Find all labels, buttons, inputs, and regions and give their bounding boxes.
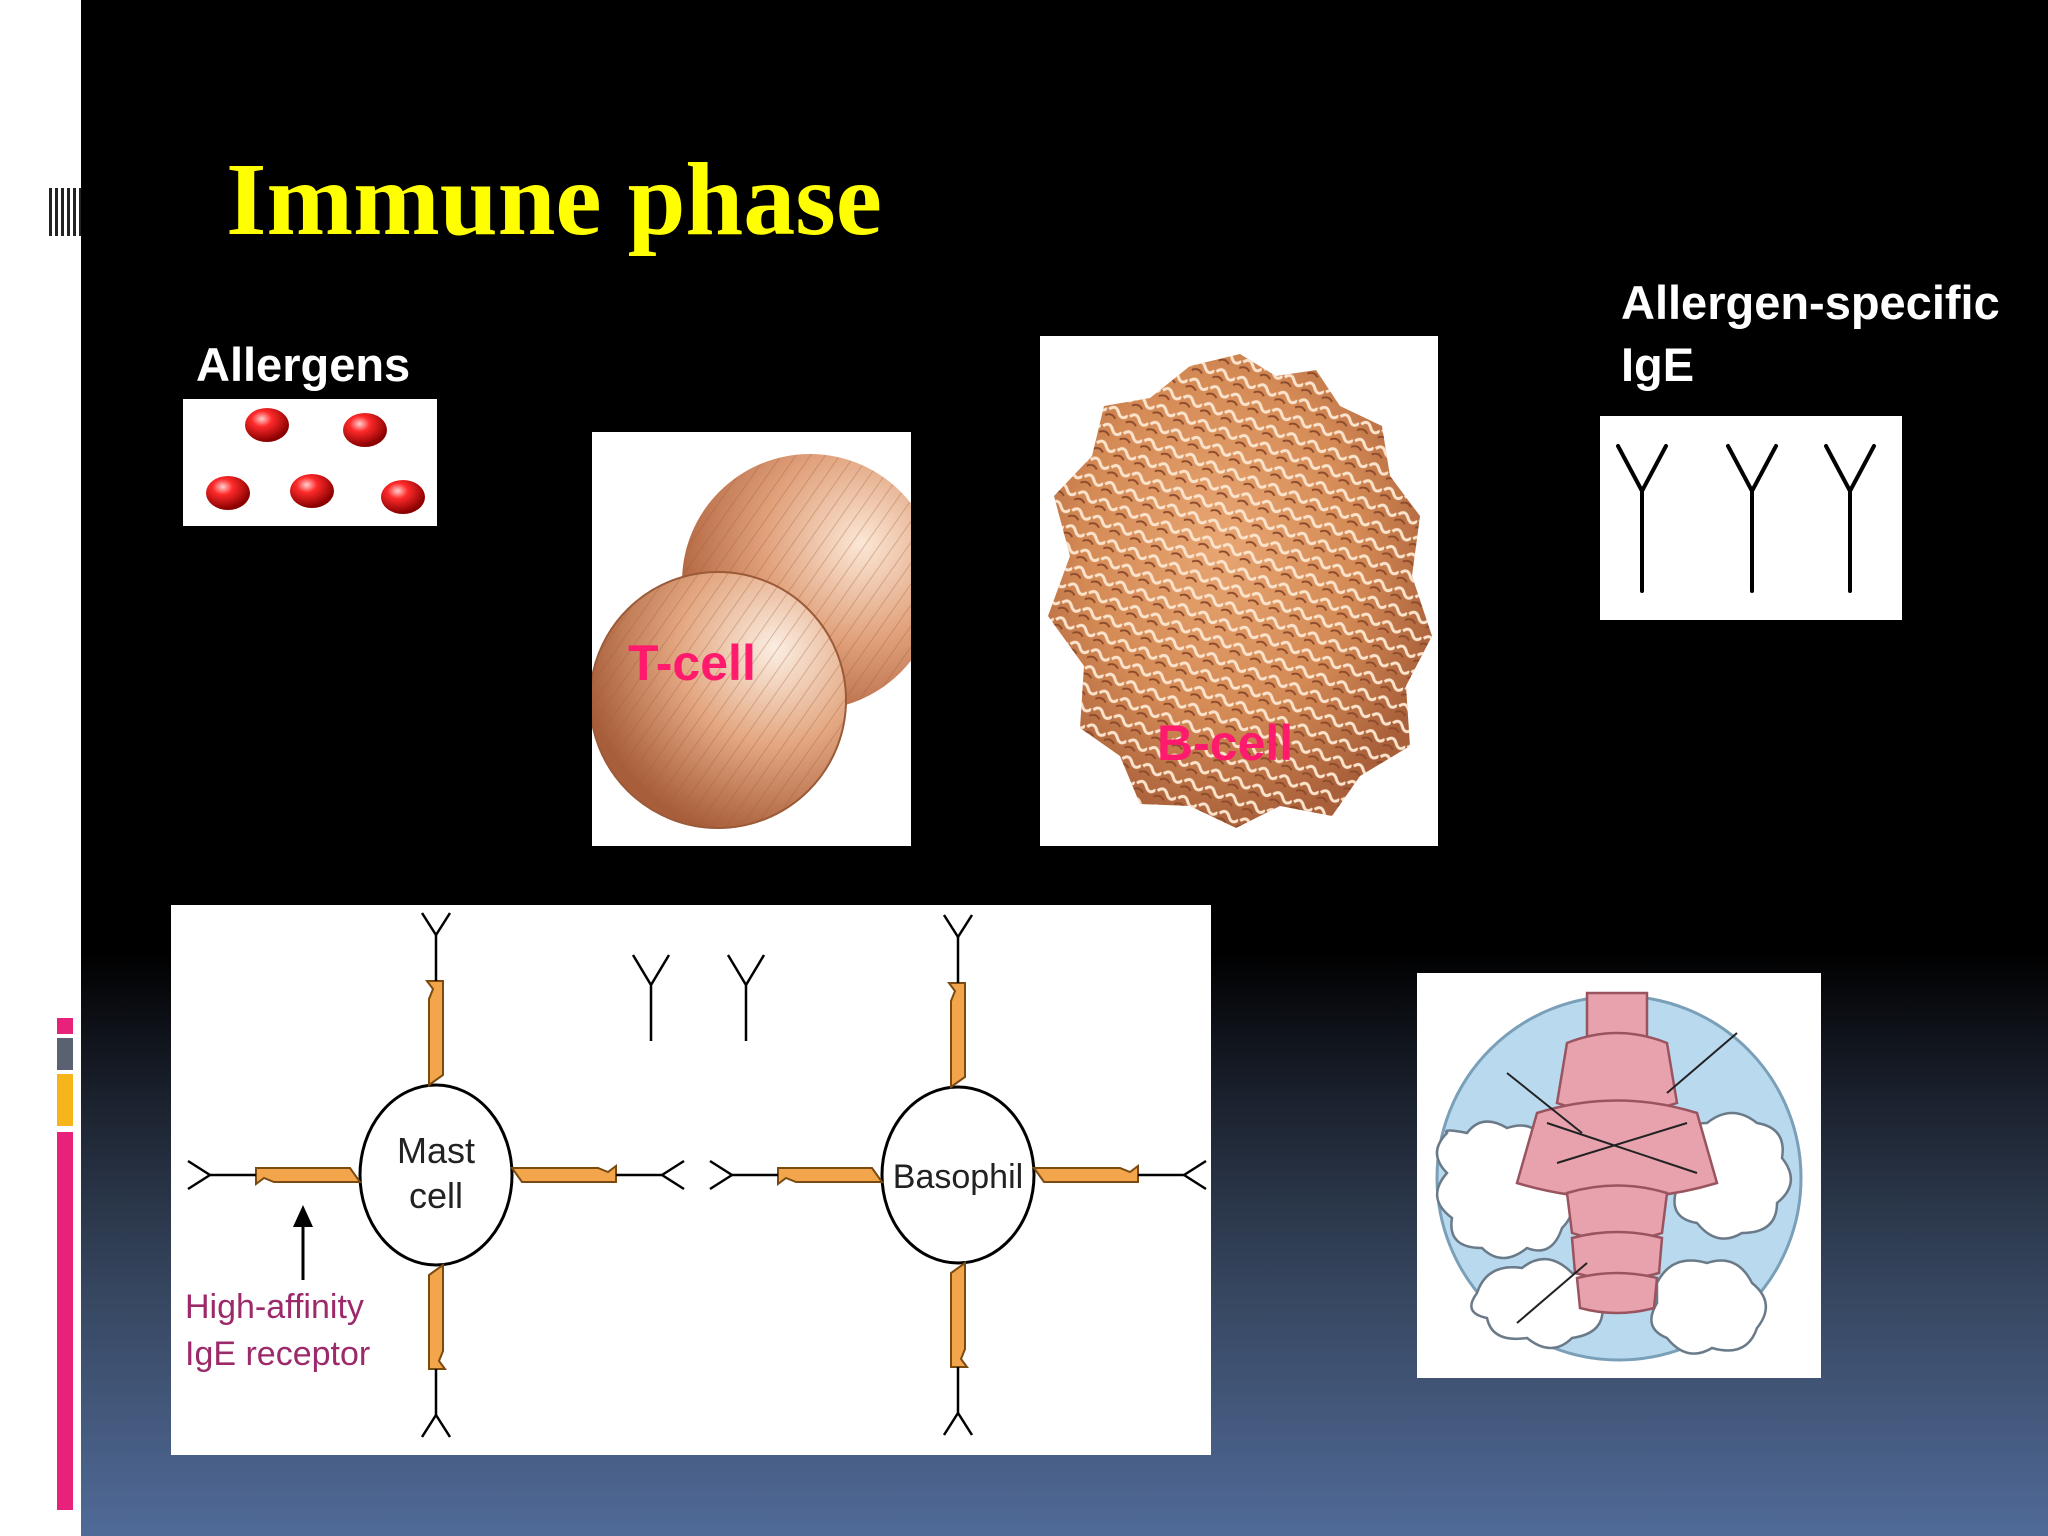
ige-label-line2: IgE — [1621, 338, 1695, 392]
ige-label: Allergen-specific IgE — [1621, 272, 2000, 396]
decor-bar-pink-1 — [57, 1018, 73, 1034]
allergens-label: Allergens — [196, 338, 411, 391]
receptor-diagram: Mast cell Basophil High-affinity IgE rec… — [185, 911, 1208, 1439]
allergens-panel — [183, 399, 437, 526]
bcell-label: B-cell — [1157, 715, 1294, 771]
ige-label-line1: Allergen-specific — [1621, 276, 2000, 329]
receptor-text-2: IgE receptor — [185, 1335, 370, 1373]
decor-bar-top — [49, 188, 81, 236]
ige-antibodies-icon — [1616, 444, 1876, 593]
slide-title: Immune phase — [226, 142, 882, 257]
tcell-panel — [589, 432, 938, 846]
mast-cell-text-1: Mast — [397, 1130, 475, 1171]
left-strip — [0, 0, 81, 1536]
ige-panel — [1600, 416, 1902, 620]
airway-icon — [1435, 991, 1803, 1362]
receptor-text-1: High-affinity — [185, 1288, 364, 1326]
tcell-icon — [589, 454, 938, 829]
decor-bar-pink-2 — [57, 1132, 73, 1510]
mast-cell-text-2: cell — [409, 1175, 463, 1216]
decor-bar-gray — [57, 1038, 73, 1070]
airway-panel — [1417, 973, 1821, 1378]
allergen-particles-icon — [206, 408, 425, 514]
tcell-label: T-cell — [628, 635, 756, 691]
decor-bar-orange — [57, 1074, 73, 1126]
bcell-panel — [1040, 336, 1438, 846]
mast-basophil-diagram: Mast cell Basophil High-affinity IgE rec… — [171, 905, 1211, 1455]
basophil-text: Basophil — [893, 1158, 1023, 1196]
bcell-icon — [1048, 354, 1432, 828]
